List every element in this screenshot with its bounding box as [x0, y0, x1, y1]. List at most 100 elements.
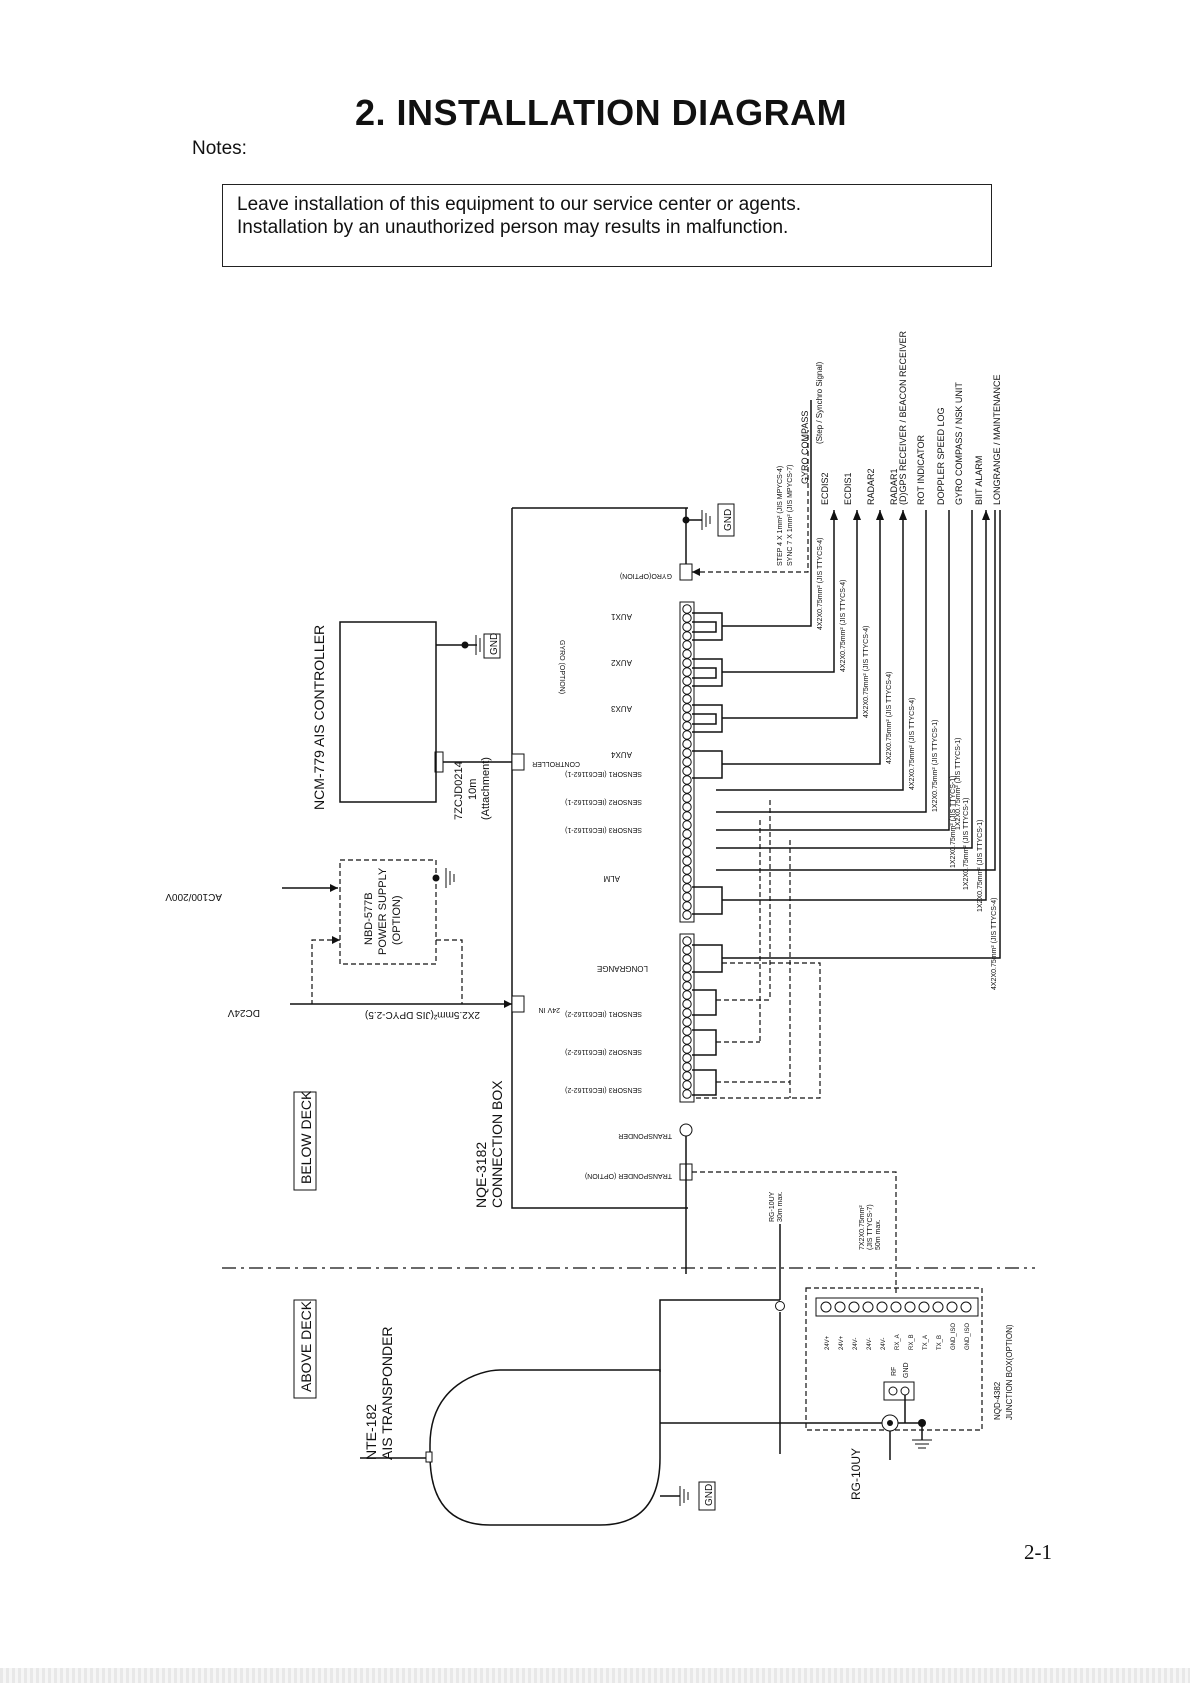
cable-label-3: 4X2X0.75mm² (JIS TTYCS-4) [863, 626, 870, 718]
box-group-longrange: LONGRANGE [597, 964, 648, 973]
cable-label-1: 4X2X0.75mm² (JIS TTYCS-4) [817, 538, 824, 630]
svg-text:BELOW DECK: BELOW DECK [298, 1090, 314, 1184]
power-supply-ground-icon [445, 868, 455, 888]
power-supply-label-3: (OPTION) [391, 896, 403, 946]
jb-rf-label: RF [891, 1367, 898, 1376]
notice-line-2: Installation by an unauthorized person m… [237, 217, 789, 238]
box-ground-icon [686, 510, 711, 530]
jb-terminal-8: TX_A [923, 1335, 929, 1350]
controller-ground-icon [465, 635, 485, 655]
equipment-ecdis2: ECDIS2 [820, 472, 830, 505]
box-group-sensor1-1: SENSOR1 (IEC61162-1) [565, 770, 642, 777]
below-deck-label: BELOW DECK [293, 1090, 317, 1191]
ais-transponder-label-2: AIS TRANSPONDER [379, 1326, 395, 1460]
box-port-gyro-option-side: GYRO (OPTION) [558, 640, 565, 694]
terminal-strip-lower [679, 933, 695, 1103]
page-number: 2-1 [1024, 1540, 1052, 1564]
jb-terminal-6: RX_A [895, 1334, 901, 1350]
cable-label-8: 1X2X0.75mm² (JIS TTYCS-1) [950, 776, 957, 868]
jb-terminal-9: TX_B [937, 1335, 943, 1350]
cable-label-4: 4X2X0.75mm² (JIS TTYCS-4) [886, 672, 893, 764]
box-group-sensor2-1: SENSOR2 (IEC61162-1) [565, 798, 642, 805]
terminal-strip-upper [679, 601, 695, 923]
box-group-sensor1-2: SENSOR1 (IEC61162-2) [565, 1010, 642, 1017]
equipment-doppler-log: DOPPLER SPEED LOG [936, 407, 946, 505]
cable-label-5: 4X2X0.75mm² (JIS TTYCS-4) [909, 698, 916, 790]
rg10uy-short-label-1: RG-10UY [769, 1191, 776, 1222]
jb-terminal-2: 24V+ [839, 1335, 845, 1350]
controller-gnd-label: GND [489, 633, 500, 655]
dc-cable-label: 2X2.5mm²(JIS DPYC-2.5) [365, 1009, 480, 1020]
equipment-radar2: RADAR2 [866, 468, 876, 505]
box-group-aux2: AUX2 [611, 658, 632, 667]
jb-terminal-7: RX_B [909, 1334, 915, 1350]
equipment-gyro-compass: GYRO COMPASS [800, 411, 810, 484]
box-port-transponder: TRANSPONDER [618, 1132, 672, 1139]
connection-box-label-1: NQE-3182 [473, 1142, 489, 1208]
svg-text:ABOVE DECK: ABOVE DECK [298, 1300, 314, 1392]
notes-label: Notes: [192, 138, 247, 159]
gyro-signal-label-1: STEP 4 X 1mm² (JIS MPYCS-4) [777, 466, 784, 566]
equipment-longrange: LONGRANGE / MAINTENANCE [992, 374, 1002, 505]
box-group-aux3: AUX3 [611, 704, 632, 713]
box-group-sensor2-2: SENSOR2 (IEC61162-2) [565, 1048, 642, 1055]
box-group-sensor3-2: SENSOR3 (IEC61162-2) [565, 1086, 642, 1093]
box-port-transponder-option: TRANSPONDER (OPTION) [585, 1172, 672, 1179]
equipment-rot-indicator: ROT INDICATOR [916, 434, 926, 505]
cable-label-7: 1X2X0.75mm² (JIS TTYCS-1) [955, 738, 962, 830]
controller-cable-label-2: 10m [467, 779, 479, 800]
equipment-biit-alarm: BIIT ALARM [974, 456, 984, 505]
notice-line-1: Leave installation of this equipment to … [237, 194, 801, 215]
transponder-gnd-label: GND [704, 1484, 715, 1506]
scan-strip [0, 1668, 1190, 1683]
junction-box [805, 1287, 983, 1431]
jb-cable-label-3: 50m max. [875, 1219, 882, 1250]
power-supply-label-2: POWER SUPPLY [377, 867, 389, 955]
jb-cable-label-1: 7X2X0.75mm² [859, 1205, 866, 1250]
notice-box: Leave installation of this equipment to … [222, 184, 992, 267]
dc-input-label: DC24V [227, 1007, 260, 1018]
rg10uy-label: RG-10UY [849, 1448, 863, 1500]
above-deck-label: ABOVE DECK [293, 1299, 317, 1399]
cable-label-10: 1X2X0.75mm² (JIS TTYCS-1) [977, 820, 984, 912]
ais-controller-label: NCM-779 AIS CONTROLLER [311, 625, 327, 810]
cable-label-6: 1X2X0.75mm² (JIS TTYCS-1) [932, 720, 939, 812]
page-title: 2. INSTALLATION DIAGRAM [355, 92, 848, 133]
controller-cable-label-3: (Attachment) [480, 757, 492, 820]
transponder-ground-icon [679, 1486, 689, 1506]
equipment-gyro-nsk: GYRO COMPASS / NSK UNIT [954, 382, 964, 505]
box-port-controller: CONTROLLER [532, 760, 580, 767]
cable-label-9: 1X2X0.75mm² (JIS TTYCS-1) [963, 798, 970, 890]
connection-box-outline [511, 508, 688, 1209]
box-group-alm: ALM [603, 874, 620, 883]
junction-box-label-1: NQD-4382 [993, 1381, 1002, 1420]
power-supply-label-1: NBD-577B [363, 892, 375, 945]
cable-label-11: 4X2X0.75mm² (JIS TTYCS-4) [991, 898, 998, 990]
ais-transponder-label-1: NTE-182 [363, 1404, 379, 1460]
jb-terminal-3: 24V- [853, 1338, 859, 1350]
box-port-dc-in: 24V IN [539, 1006, 560, 1013]
jb-terminal-11: GND_ISO [965, 1323, 971, 1350]
ais-transponder-body [429, 1369, 661, 1526]
junction-ground-icon [912, 1439, 932, 1449]
jb-terminal-1: 24V+ [825, 1335, 831, 1350]
equipment-radar1: RADAR1 [889, 468, 899, 505]
jb-cable-label-2: (JIS TTYCS-7) [867, 1204, 874, 1250]
jb-terminal-5: 24V- [881, 1338, 887, 1350]
box-port-gyro-option: GYRO(OPTION) [620, 572, 672, 579]
rg10uy-short-label-2: 30m max. [777, 1191, 784, 1222]
jb-terminal-10: GND_ISO [951, 1323, 957, 1350]
step-sync-label: (Step / Synchro Signal) [815, 361, 824, 444]
jb-gnd-label: GND [903, 1362, 910, 1378]
box-group-sensor3-1: SENSOR3 (IEC61162-1) [565, 826, 642, 833]
ais-controller-box [339, 621, 437, 803]
box-gnd-label: GND [723, 509, 734, 531]
cable-label-2: 4X2X0.75mm² (JIS TTYCS-4) [840, 580, 847, 672]
box-group-aux1: AUX1 [611, 612, 632, 621]
jb-terminal-4: 24V- [867, 1338, 873, 1350]
junction-box-label-2: JUNCTION BOX(OPTION) [1005, 1324, 1014, 1420]
equipment-gps-beacon: (D)GPS RECEIVER / BEACON RECEIVER [898, 330, 908, 505]
box-group-aux4: AUX4 [611, 750, 632, 759]
equipment-ecdis1: ECDIS1 [843, 472, 853, 505]
